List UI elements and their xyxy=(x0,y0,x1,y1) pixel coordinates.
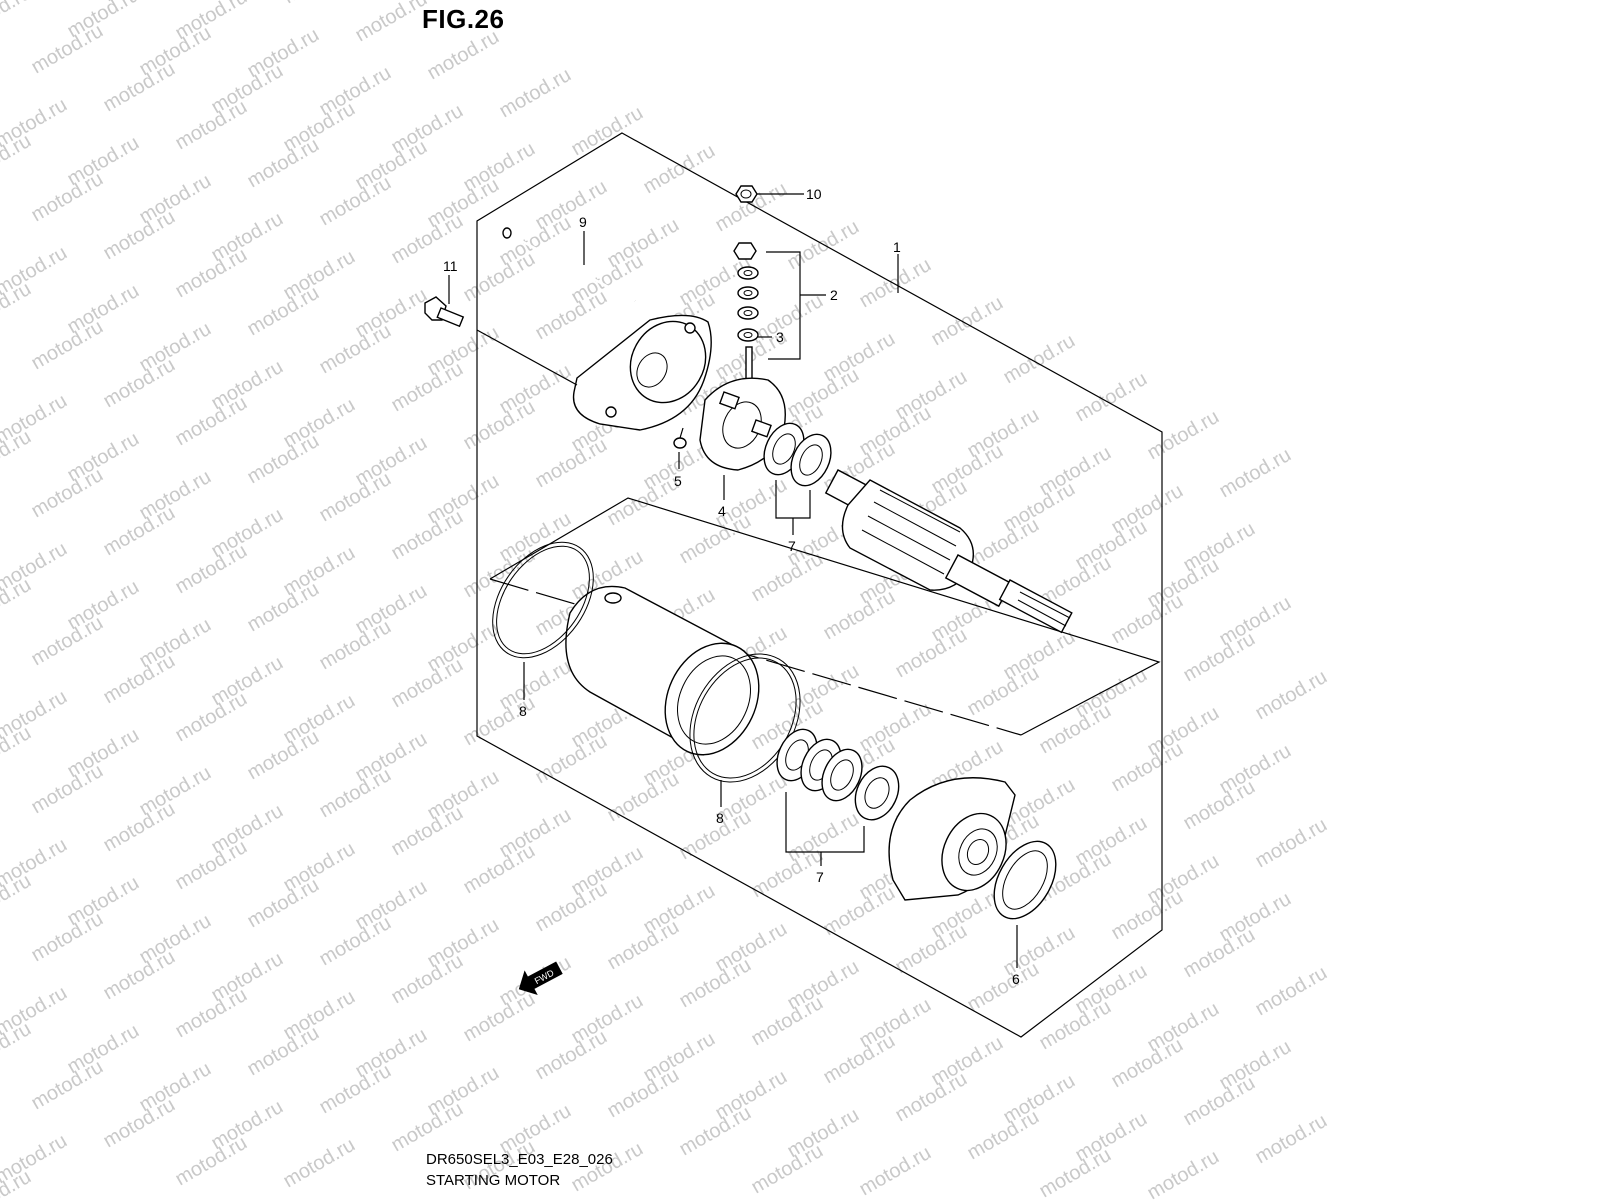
watermark-text: motod.ru xyxy=(352,0,431,46)
callout-8a: 8 xyxy=(519,703,527,719)
watermark-text: motod.ru xyxy=(1252,666,1331,725)
lower-section-outline xyxy=(489,497,1161,736)
callout-9: 9 xyxy=(579,214,587,230)
motor-yoke xyxy=(565,585,760,756)
watermark-text: motod.ru xyxy=(280,1134,359,1193)
callout-3: 3 xyxy=(776,329,784,345)
watermark-text: motod.ru xyxy=(1252,962,1331,1021)
callout-6: 6 xyxy=(1012,971,1020,987)
rear-end-cover xyxy=(476,314,712,431)
watermark-text: motod.ru xyxy=(0,0,35,40)
watermark-text: motod.ru xyxy=(640,140,719,199)
watermark-text: motod.ru xyxy=(1144,1146,1223,1200)
callout-7b: 7 xyxy=(816,869,824,885)
part-6-oil-seal xyxy=(993,840,1057,968)
callout-7a: 7 xyxy=(788,538,796,554)
figure-title: FIG.26 xyxy=(422,4,505,34)
watermark-text: motod.ru xyxy=(928,292,1007,351)
callout-1: 1 xyxy=(893,239,901,255)
center-dashed-line xyxy=(489,578,1022,736)
part-9-through-bolt xyxy=(502,227,636,303)
callout-5: 5 xyxy=(674,473,682,489)
part-11-bolt xyxy=(424,275,465,328)
part-8-o-ring-left xyxy=(492,541,594,700)
watermark-text: motod.ru xyxy=(1144,406,1223,465)
figure-caption: STARTING MOTOR xyxy=(426,1172,561,1189)
watermark-text: motod.ru xyxy=(1216,444,1295,503)
part-5-screw xyxy=(673,427,687,469)
watermark-text: motod.ru xyxy=(856,1142,935,1200)
watermark-text: motod.ru xyxy=(280,0,359,8)
callout-10: 10 xyxy=(806,186,822,202)
callout-11: 11 xyxy=(443,258,458,274)
callout-2: 2 xyxy=(830,287,838,303)
part-7-washers-lower xyxy=(776,728,900,866)
figure-code: DR650SEL3_E03_E28_026 xyxy=(426,1151,613,1168)
callouts: 1 2 3 4 5 6 7 7 8 8 9 10 11 xyxy=(443,186,1020,987)
watermark-layer: motod.rumotod.rumotod.rumotod.rumotod.ru… xyxy=(0,0,1331,1200)
assembly-frame xyxy=(476,132,1163,1038)
watermark-text: motod.ru xyxy=(856,254,935,313)
watermark-text: motod.ru xyxy=(496,64,575,123)
part-2-terminal-kit xyxy=(733,242,826,380)
watermark-text: motod.ru xyxy=(1252,814,1331,873)
armature xyxy=(824,469,1073,634)
callout-4: 4 xyxy=(718,503,726,519)
watermark-text: motod.ru xyxy=(1072,368,1151,427)
callout-8b: 8 xyxy=(716,810,724,826)
part-7-washers-upper xyxy=(763,422,832,535)
part-10-nut xyxy=(735,185,804,203)
front-end-cover xyxy=(888,777,1016,901)
watermark-text: motod.ru xyxy=(1252,1110,1331,1169)
watermark-text: motod.ru xyxy=(568,102,647,161)
